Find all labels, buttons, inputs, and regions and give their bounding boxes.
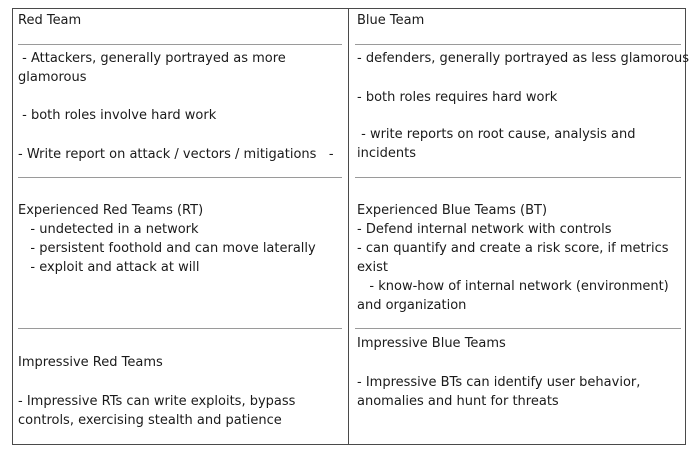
impressive-red-teams-line: - Impressive RTs can write exploits, byp… bbox=[18, 394, 296, 409]
left-header-divider bbox=[18, 44, 342, 45]
experienced-red-teams-line: - undetected in a network bbox=[18, 222, 199, 237]
red-team-line: glamorous bbox=[18, 70, 87, 85]
experienced-blue-teams-title: Experienced Blue Teams (BT) bbox=[357, 203, 548, 218]
red-team-header: Red Team bbox=[18, 13, 82, 28]
comparison-table-frame bbox=[12, 8, 686, 445]
impressive-blue-teams-line: anomalies and hunt for threats bbox=[357, 394, 559, 409]
right-section1-divider bbox=[355, 177, 681, 178]
impressive-blue-teams-line: - Impressive BTs can identify user behav… bbox=[357, 375, 641, 390]
experienced-blue-teams-line: - can quantify and create a risk score, … bbox=[357, 241, 669, 256]
experienced-red-teams-line: - exploit and attack at will bbox=[18, 260, 200, 275]
experienced-blue-teams-line: and organization bbox=[357, 298, 467, 313]
right-section2-divider bbox=[355, 328, 681, 329]
experienced-blue-teams-line: - Defend internal network with controls bbox=[357, 222, 612, 237]
red-team-line: - Attackers, generally portrayed as more bbox=[18, 51, 286, 66]
left-section2-divider bbox=[18, 328, 342, 329]
experienced-blue-teams-line: exist bbox=[357, 260, 388, 275]
blue-team-line: - both roles requires hard work bbox=[357, 90, 558, 105]
right-header-divider bbox=[355, 44, 681, 45]
red-team-line: - Write report on attack / vectors / mit… bbox=[18, 147, 334, 162]
impressive-red-teams-line: controls, exercising stealth and patienc… bbox=[18, 413, 282, 428]
blue-team-line: incidents bbox=[357, 146, 416, 161]
impressive-red-teams-title: Impressive Red Teams bbox=[18, 355, 163, 370]
impressive-blue-teams-title: Impressive Blue Teams bbox=[357, 336, 506, 351]
red-team-line: - both roles involve hard work bbox=[18, 108, 217, 123]
experienced-blue-teams-line: - know-how of internal network (environm… bbox=[357, 279, 669, 294]
column-divider bbox=[348, 8, 349, 445]
blue-team-line: - write reports on root cause, analysis … bbox=[357, 127, 636, 142]
blue-team-line: - defenders, generally portrayed as less… bbox=[357, 51, 690, 66]
blue-team-header: Blue Team bbox=[357, 13, 425, 28]
experienced-red-teams-title: Experienced Red Teams (RT) bbox=[18, 203, 204, 218]
left-section1-divider bbox=[18, 177, 342, 178]
experienced-red-teams-line: - persistent foothold and can move later… bbox=[18, 241, 316, 256]
